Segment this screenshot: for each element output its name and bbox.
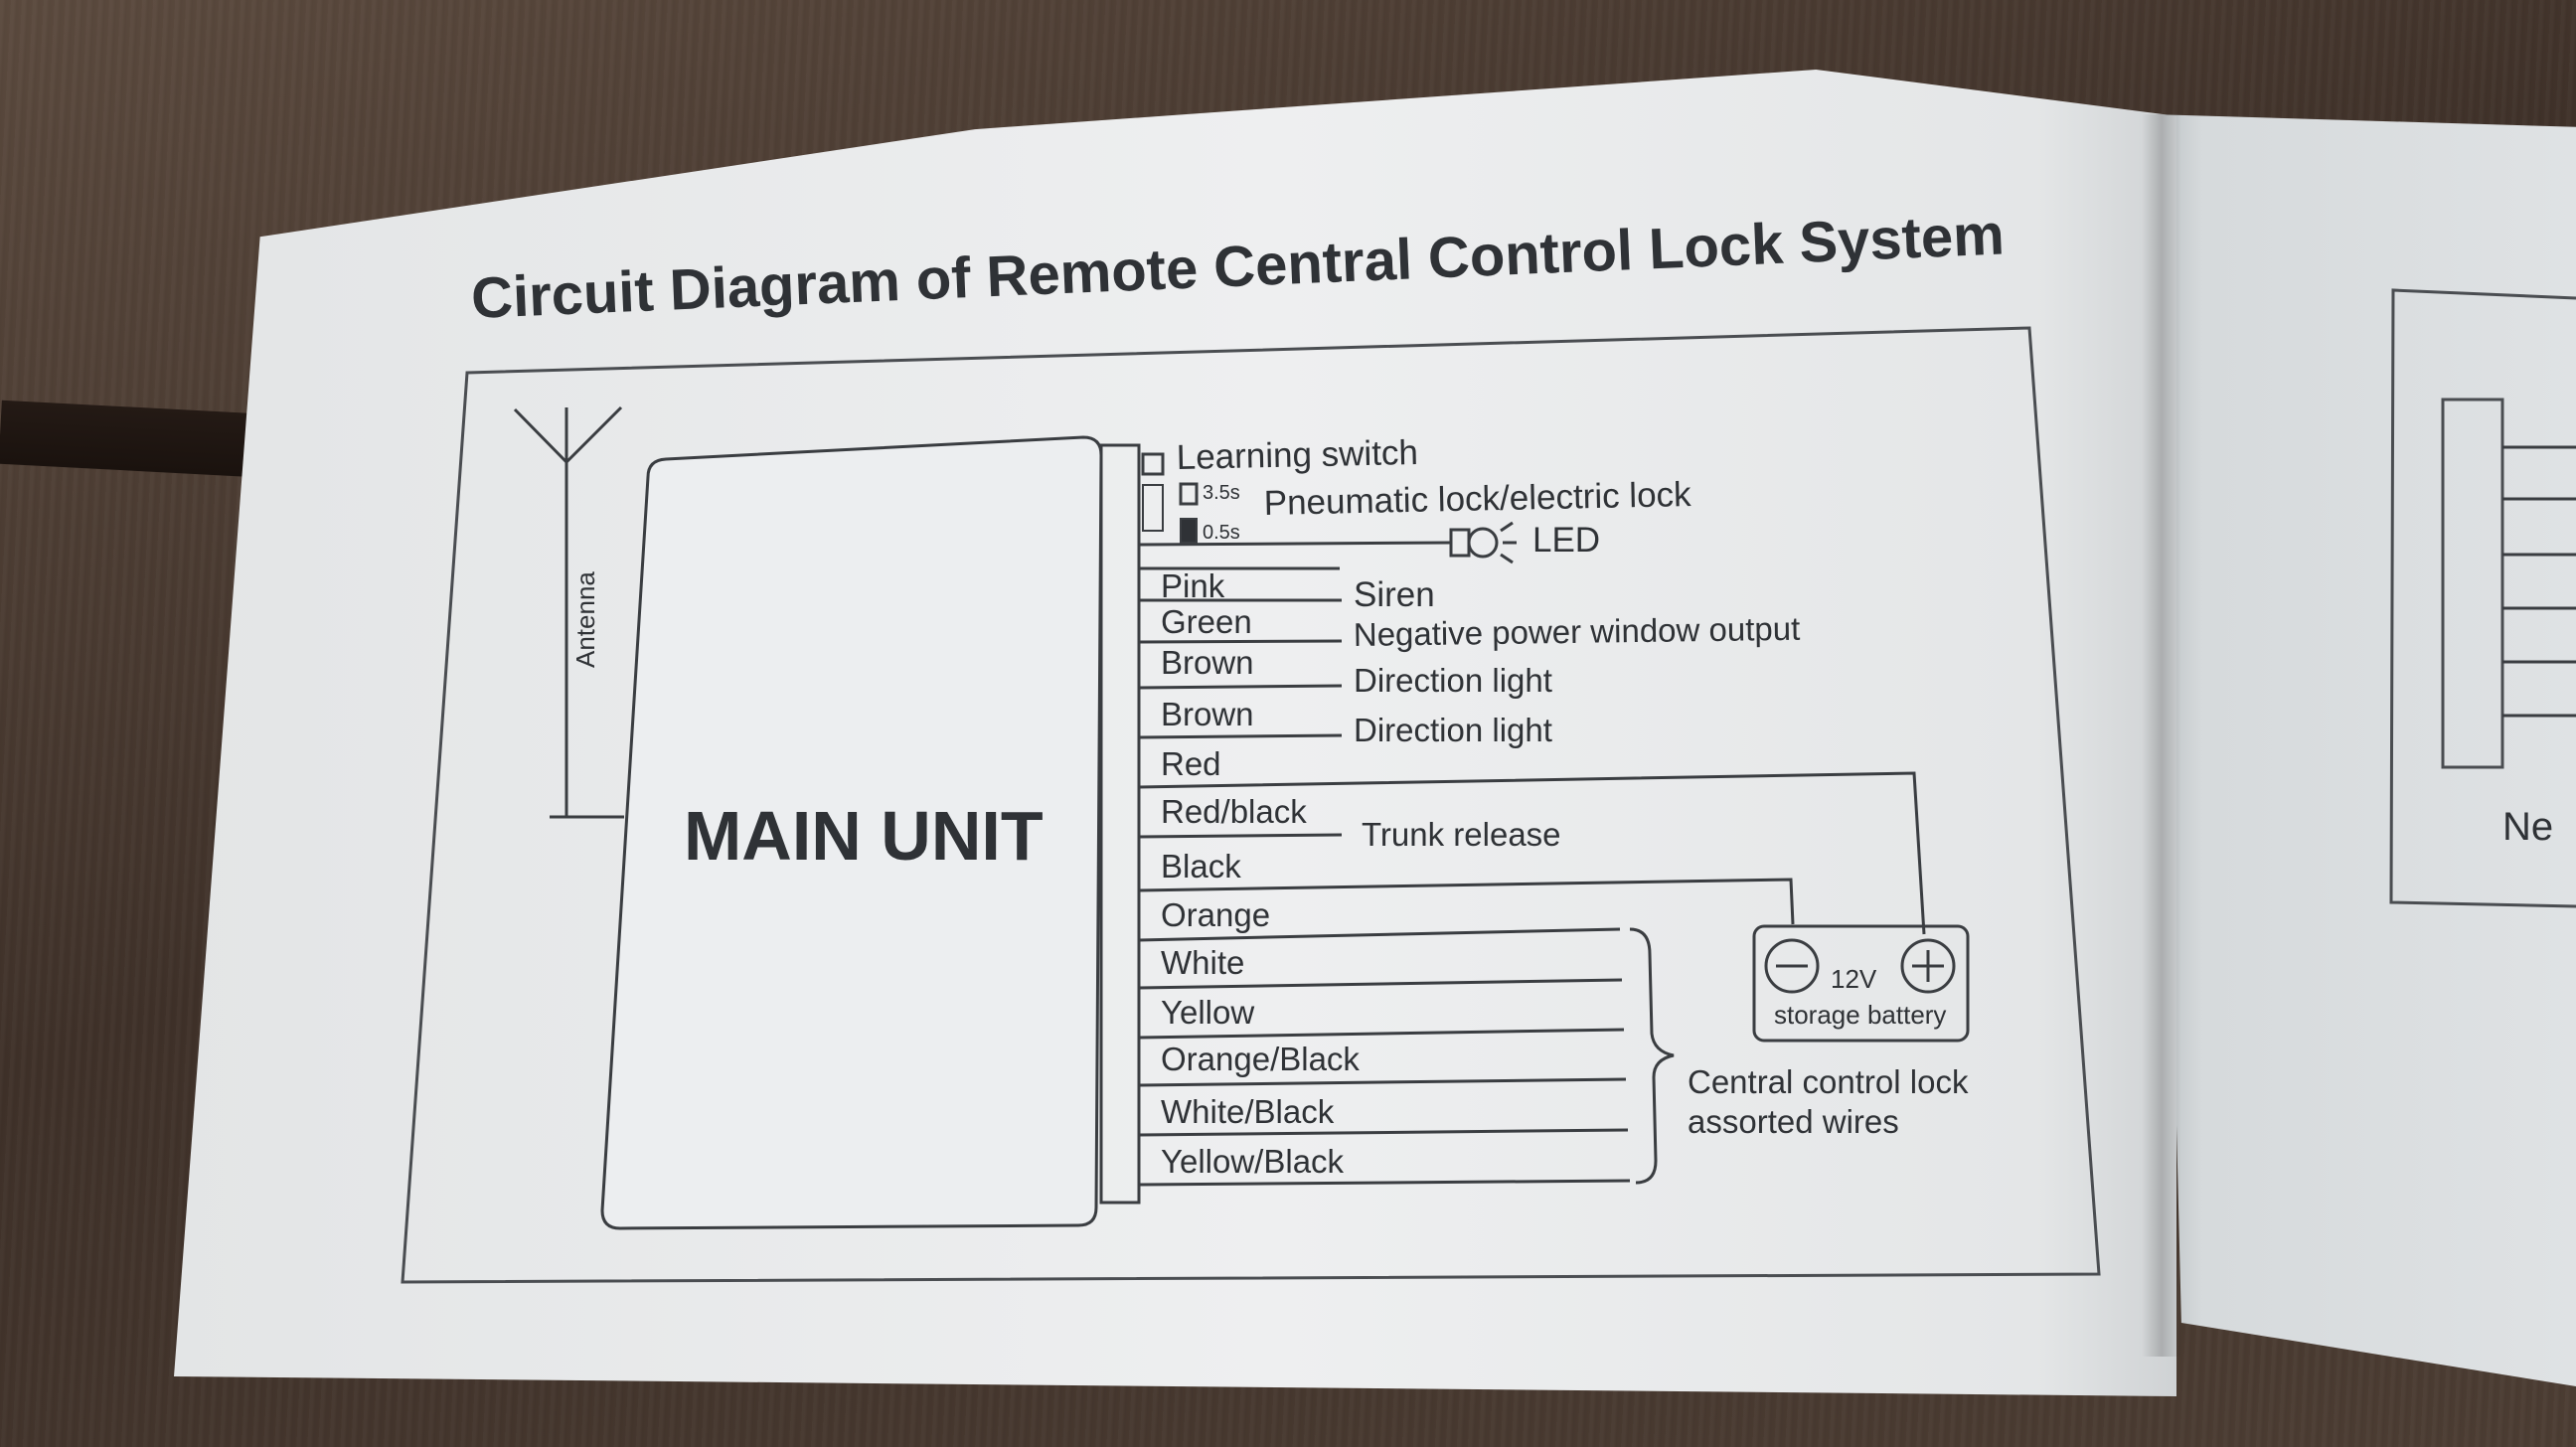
- battery-voltage-label: 12V: [1831, 964, 1877, 994]
- wire-label-orange-black: Orange/Black: [1161, 1041, 1360, 1077]
- timing-short-icon: [1180, 518, 1198, 544]
- wire-label-brown-1: Brown: [1161, 644, 1254, 681]
- central-lock-label-line-1: Central control lock: [1688, 1063, 1969, 1100]
- wire-label-yellow: Yellow: [1161, 994, 1254, 1031]
- pneumatic-lock-label: Pneumatic lock/electric lock: [1263, 475, 1691, 523]
- left-page: [174, 70, 2176, 1396]
- central-lock-label-line-2: assorted wires: [1688, 1103, 1899, 1140]
- connector-strip: [1099, 443, 1141, 1205]
- led-symbol: [1138, 521, 1517, 564]
- storage-battery-box: [1752, 924, 1970, 1043]
- diagram-frame: [401, 326, 2101, 1284]
- wire-label-white: White: [1161, 944, 1244, 981]
- led-label: LED: [1532, 521, 1600, 560]
- wire-label-red-black: Red/black: [1161, 793, 1307, 830]
- next-page-text-fragment: Ne: [2502, 805, 2553, 849]
- wire-label-black: Black: [1161, 848, 1241, 884]
- wire-label-green: Green: [1161, 603, 1252, 640]
- battery-positive-terminal-icon: [1900, 938, 1956, 994]
- learning-switch-icon: [1141, 452, 1165, 476]
- timing-long-label: 3.5s: [1203, 482, 1240, 504]
- book-gutter: [2142, 114, 2181, 1357]
- trunk-release-label: Trunk release: [1362, 816, 1561, 853]
- antenna-symbol: [513, 405, 624, 819]
- battery-negative-terminal-icon: [1764, 938, 1820, 994]
- wire-label-pink: Pink: [1161, 567, 1225, 604]
- right-page: [2152, 114, 2576, 1386]
- wire-label-orange: Orange: [1161, 896, 1270, 933]
- direction-light-label-2: Direction light: [1354, 712, 1552, 748]
- learning-switch-label: Learning switch: [1176, 433, 1418, 477]
- next-page-diagram-fragment: [2389, 288, 2576, 908]
- main-unit-label: MAIN UNIT: [684, 797, 1044, 875]
- timing-switch-icon: [1142, 484, 1164, 532]
- timing-long-icon: [1179, 482, 1199, 506]
- wire-label-red: Red: [1161, 745, 1221, 782]
- wire-lines: [1138, 566, 1926, 1187]
- antenna-label: Antenna: [570, 571, 600, 668]
- timing-short-label: 0.5s: [1203, 522, 1240, 544]
- page-title: Circuit Diagram of Remote Central Contro…: [470, 202, 2006, 331]
- central-lock-brace: [1629, 927, 1675, 1185]
- battery-label: storage battery: [1774, 1000, 1946, 1030]
- wire-label-yellow-black: Yellow/Black: [1161, 1143, 1345, 1180]
- siren-label: Siren: [1354, 575, 1435, 614]
- wire-label-white-black: White/Black: [1161, 1093, 1335, 1130]
- wire-label-brown-2: Brown: [1161, 696, 1254, 732]
- main-unit-box: [600, 435, 1103, 1230]
- power-window-label: Negative power window output: [1354, 610, 1801, 653]
- direction-light-label-1: Direction light: [1354, 662, 1552, 699]
